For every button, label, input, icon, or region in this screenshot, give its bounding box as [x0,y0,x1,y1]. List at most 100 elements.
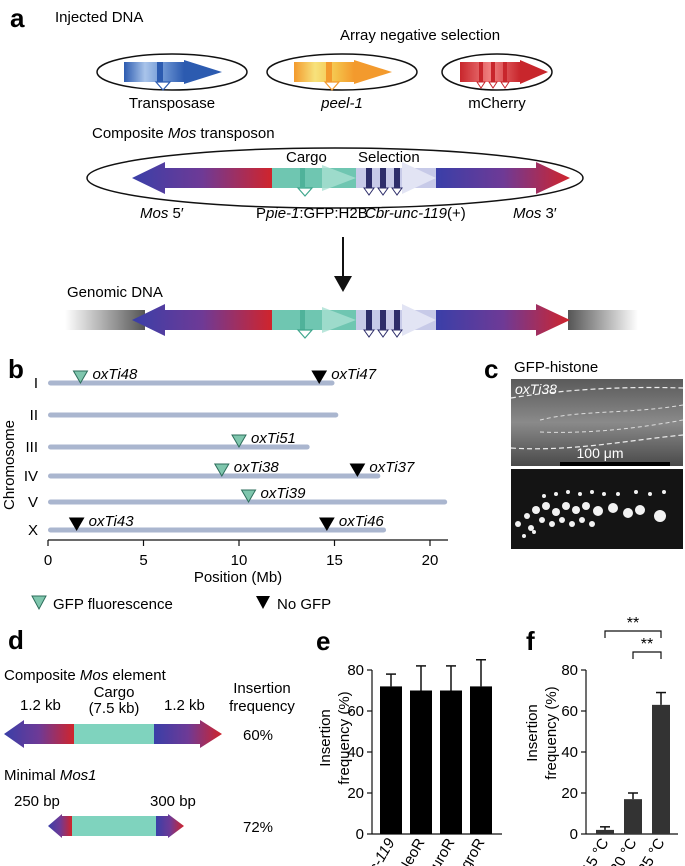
chromosome-bar [48,412,339,418]
bar [440,690,462,834]
minimal-mos1-title: Minimal Mos1 [4,767,97,784]
intron-marker [323,81,341,91]
composite-right-size: 1.2 kb [164,697,205,714]
y-tick-label: 60 [561,703,578,720]
bar [652,704,670,834]
minimal-frequency: 72% [243,819,273,836]
composite-element-diagram [4,720,222,748]
cargo-label: Cargo [286,149,327,166]
mcherry-gene [460,62,520,82]
cbr-unc119-label: Cbr-unc-119(+) [365,205,466,222]
gfp-nucleus [589,521,595,527]
integration-arrow-head [334,276,352,292]
peel1-gene [294,62,354,82]
transposase-plasmid: Transposase [96,53,248,112]
f-ylabel-2: frequency (%) [543,686,560,779]
significance-label: ** [641,636,653,653]
gfp-nucleus [578,492,582,496]
gfp-nucleus [608,503,618,513]
panel-d: d Composite Mos element 1.2 kb 1.2 kb Ca… [4,625,295,838]
array-negative-selection-label: Array negative selection [340,27,500,44]
chromosome-bar [48,527,387,533]
nogfp-legend-marker [256,596,270,609]
composite-left-size: 1.2 kb [20,697,61,714]
gfp-nucleus [579,517,585,523]
chromosome-bar [48,444,310,450]
mos5-label: Mos 5′ [140,205,184,222]
minimal-mos1-diagram [48,814,184,838]
panel-label-a: a [10,3,25,33]
composite-element-title: Composite Mos element [4,667,167,684]
gfp-nucleus [542,502,550,510]
mcherry-plasmid: mCherry [441,53,553,112]
gfp-nucleus [654,510,666,522]
significance-bracket [604,630,662,638]
composite-transposon: Cargo Selection Mos 5′ Ppie-1:GFP:H2B Cb… [86,147,584,222]
insertion-label: oxTi46 [339,513,385,530]
chromosome-bar [48,380,335,386]
nogfp-insertion-marker [349,463,366,477]
chromosome-name: I [34,375,38,392]
y-tick-label: 60 [347,703,364,720]
gfp-nucleus [542,494,546,498]
bar [380,686,402,834]
mos5-arm [132,162,272,194]
category-label: NeoR [395,835,429,866]
gfp-nucleus [515,521,521,527]
insertion-frequency-header-1: Insertion [233,680,291,697]
panel-a: a Injected DNA Array negative selection … [10,3,638,339]
nogfp-insertion-marker [318,517,335,531]
chromosome-axis-label: Chromosome [1,420,18,510]
composite-transposon-title: Composite Mos transposon [92,125,275,142]
e-ylabel-1: Insertion [317,709,334,767]
insertion-label: oxTi43 [89,513,135,530]
transposase-gene [124,62,184,82]
gfp-legend-marker [31,595,47,611]
category-label: 25 °C [635,835,669,866]
gfp-nucleus [616,492,620,496]
gfp-nucleus [524,513,530,519]
selection-label: Selection [358,149,420,166]
composite-frequency: 60% [243,727,273,744]
panel-label-c: c [484,354,498,384]
chromosome-name: II [30,407,38,424]
gfp-nucleus [634,490,638,494]
y-tick-label: 0 [570,826,578,843]
x-tick-label: 20 [422,552,439,569]
transposase-arrowhead [184,60,222,84]
scale-bar [560,462,670,466]
genomic-insertion [65,304,638,339]
transposase-label: Transposase [129,95,215,112]
gfp-insertion-marker [231,434,247,448]
gfp-nucleus [662,490,666,494]
cargo-size-label: (7.5 kb) [89,700,140,717]
nogfp-insertion-marker [311,370,328,384]
gfp-nucleus [566,490,570,494]
plasmid-ring [441,53,553,91]
gfp-insertion-marker [72,370,89,384]
insertion-frequency-header-2: frequency [229,698,295,715]
y-tick-label: 20 [347,785,364,802]
x-tick-label: 5 [139,552,147,569]
insertion-label: oxTi48 [92,366,138,383]
gfp-nucleus [593,506,603,516]
insertion-label: oxTi38 [234,459,280,476]
chromosome-name: III [25,439,38,456]
f-ylabel-1: Insertion [524,704,541,762]
chromosome-name: X [28,522,38,539]
minimal-right-size: 300 bp [150,793,196,810]
chromosome-name: V [28,494,38,511]
panel-label-b: b [8,354,24,384]
chromosome-bar [48,473,381,479]
gfp-nucleus [554,492,558,496]
injected-dna-label: Injected DNA [55,9,143,26]
mos3-arm [436,162,570,194]
bar [410,690,432,834]
bar [624,799,642,834]
plasmid-ring [86,147,584,209]
bar [470,686,492,834]
y-tick-label: 40 [347,744,364,761]
